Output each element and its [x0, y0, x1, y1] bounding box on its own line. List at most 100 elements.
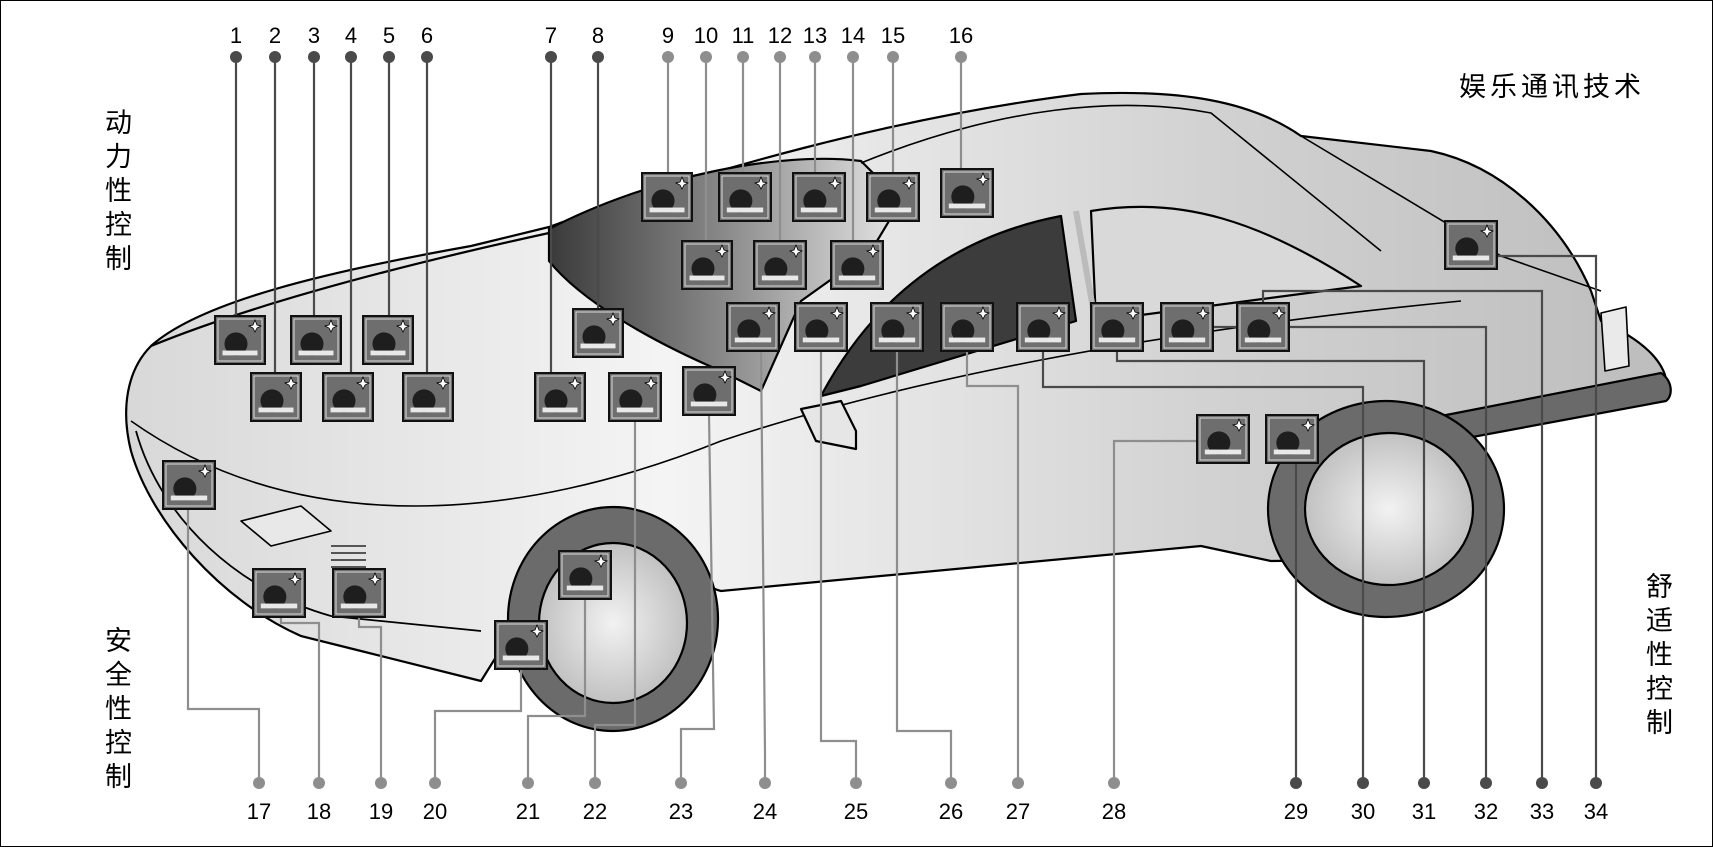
callout-number-33: 33 [1530, 799, 1554, 824]
callout-number-6: 6 [421, 23, 433, 48]
leader-line-26 [895, 351, 953, 783]
door-module-icon [1196, 414, 1250, 464]
callout-number-28: 28 [1102, 799, 1126, 824]
callout-dot-32 [1480, 777, 1492, 789]
section-infotainment: 娱乐通讯技术 [1459, 72, 1645, 103]
callout-number-20: 20 [423, 799, 447, 824]
headlight-icon [252, 568, 306, 618]
callout-dot-9 [662, 51, 674, 63]
steering-column-icon [794, 302, 848, 352]
spark-icon [362, 315, 414, 365]
callout-dot-12 [774, 51, 786, 63]
cruise-icon [1016, 302, 1070, 352]
callout-number-18: 18 [307, 799, 331, 824]
callout-dot-10 [700, 51, 712, 63]
leader-line-31 [1115, 351, 1426, 783]
callout-number-14: 14 [841, 23, 865, 48]
leader-line-27 [965, 351, 1020, 783]
callout-number-7: 7 [545, 23, 557, 48]
callout-number-11: 11 [732, 23, 755, 48]
callout-dot-19 [375, 777, 387, 789]
callout-number-26: 26 [939, 799, 963, 824]
control-modules [162, 168, 1498, 670]
leader-line-30 [1041, 351, 1365, 783]
fan-icon [402, 372, 454, 422]
collision-icon [608, 372, 662, 422]
phone-icon [792, 172, 846, 222]
callout-number-9: 9 [662, 23, 674, 48]
callout-number-4: 4 [345, 23, 357, 48]
front-wheel [506, 505, 720, 733]
callout-dot-2 [269, 51, 281, 63]
callout-dot-18 [313, 777, 325, 789]
leader-line-20 [433, 669, 523, 783]
fax-icon [830, 240, 884, 290]
callout-dot-4 [345, 51, 357, 63]
callout-dot-27 [1012, 777, 1024, 789]
fog-light-icon [332, 568, 386, 618]
leader-line-22 [593, 421, 637, 783]
seat-heating-icon [1160, 302, 1214, 352]
leader-line-1 [234, 57, 240, 326]
leader-line-23 [679, 414, 716, 783]
callout-number-31: 31 [1412, 799, 1436, 824]
roof-line [860, 104, 1382, 252]
abs-icon [494, 620, 548, 670]
tail-light [1600, 306, 1630, 372]
gauge-icon [250, 372, 302, 422]
callout-number-34: 34 [1584, 799, 1608, 824]
wiper-icon [682, 366, 736, 416]
callout-dot-25 [850, 777, 862, 789]
callout-dot-14 [847, 51, 859, 63]
callout-number-19: 19 [369, 799, 393, 824]
callout-dot-26 [945, 777, 957, 789]
front-bumper [135, 430, 482, 632]
seatbelt-icon [940, 302, 994, 352]
callout-dot-17 [253, 777, 265, 789]
callout-dot-11 [737, 51, 749, 63]
callout-dot-34 [1590, 777, 1602, 789]
window-lift-icon [1265, 414, 1319, 464]
callout-number-21: 21 [516, 799, 540, 824]
callout-number-17: 17 [247, 799, 271, 824]
leader-line-19 [357, 617, 383, 783]
callout-number-5: 5 [383, 23, 395, 48]
section-safety-control: 安全性控制 [105, 626, 132, 793]
callout-number-27: 27 [1006, 799, 1030, 824]
navigation-icon [753, 240, 807, 290]
callout-dot-13 [809, 51, 821, 63]
callout-dot-3 [308, 51, 320, 63]
rear-bumper [1439, 371, 1672, 443]
climate-icon [1090, 302, 1144, 352]
rear-wheel [1266, 399, 1506, 619]
callout-number-2: 2 [269, 23, 281, 48]
callout-dot-7 [545, 51, 557, 63]
callout-dot-20 [429, 777, 441, 789]
callout-dot-6 [421, 51, 433, 63]
leader-line-25 [819, 351, 858, 783]
hood-edge [150, 231, 550, 348]
front-radar-icon [162, 460, 216, 510]
callout-dot-23 [675, 777, 687, 789]
airbag-icon [870, 302, 924, 352]
callout-number-29: 29 [1284, 799, 1308, 824]
callout-dot-5 [383, 51, 395, 63]
callout-number-16: 16 [949, 23, 973, 48]
callout-dot-1 [230, 51, 242, 63]
callout-number-22: 22 [583, 799, 607, 824]
callout-dot-31 [1418, 777, 1430, 789]
grille [240, 505, 332, 547]
callout-dot-24 [759, 777, 771, 789]
engine-control-icon [214, 315, 266, 365]
traffic-car-icon [322, 372, 374, 422]
traffic-info-icon [866, 172, 920, 222]
callout-dot-28 [1108, 777, 1120, 789]
radio-icon [718, 172, 772, 222]
grille-slats [331, 545, 366, 568]
callout-number-13: 13 [803, 23, 827, 48]
callout-dot-16 [955, 51, 967, 63]
callout-number-8: 8 [592, 23, 604, 48]
